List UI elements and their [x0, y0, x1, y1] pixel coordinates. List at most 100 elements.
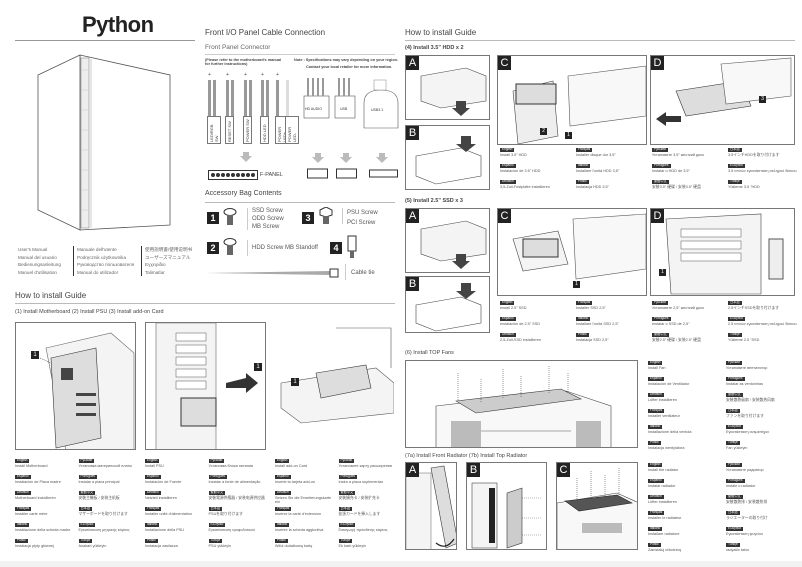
caption-text: Εγκατάσταση ανεμιστήρα	[726, 429, 769, 434]
language-tag: 日本語	[726, 408, 740, 413]
caption-text: Install add-on Card	[275, 463, 308, 468]
callout-1: 1	[565, 132, 572, 139]
language-tag: Italiano	[576, 163, 591, 168]
front-panel-remove-illustration	[406, 465, 456, 549]
caption-text: Setzen Sie die Erweiterungskarte ein	[275, 495, 332, 505]
plus-sign: +	[244, 72, 247, 78]
ssd-figure-c: C 1	[497, 208, 647, 296]
divider	[73, 246, 74, 276]
language-tag: Italiano	[275, 522, 290, 527]
caption-text: Instalar o HDD de 3,5"	[652, 168, 690, 173]
ssd-figure-d: D 1	[650, 208, 795, 296]
language-tag: English	[648, 462, 663, 467]
callout-1: 1	[291, 378, 299, 386]
language-tag: Türkçe	[726, 542, 740, 547]
caption-text: Włóż dodatkową kartę	[275, 543, 313, 548]
caption-text: Instalar a placa principal	[78, 479, 120, 484]
language-tag: Русский	[78, 458, 95, 463]
language-tag: Português	[338, 474, 358, 479]
caption-text: Inserire la scheda aggiuntiva	[275, 527, 324, 532]
ssd-secure-illustration	[665, 213, 784, 295]
accessory-label: PSU Screw	[347, 210, 378, 216]
language-tag: Español	[145, 474, 161, 479]
hd-audio-label: HD AUDIO	[305, 107, 322, 111]
caption-text: Установите вентилятор	[726, 365, 768, 370]
language-tag: Français	[275, 506, 292, 511]
connector-power-led-minus: POWER LED-	[285, 116, 299, 144]
language-tag: Español	[15, 474, 31, 479]
language-tag: 繁體中文	[652, 332, 669, 337]
language-tag: Polski	[576, 179, 589, 184]
accessory-1-labels: SSD Screw ODD Screw MB Screw	[252, 207, 284, 231]
language-label: 使用說明書/使用说明书	[145, 247, 193, 252]
caption-text: Insérez la carte d'extension	[275, 511, 322, 516]
accessory-number-4: 4	[330, 242, 342, 254]
accessory-label: PCI Screw	[347, 220, 376, 226]
front-io-heading: Front I/O Panel Cable Connection	[205, 28, 326, 37]
caption-text: Installazione della ventola	[648, 429, 692, 434]
screw-icon	[223, 238, 237, 255]
screw-icon	[223, 208, 237, 225]
pin-wires	[208, 80, 289, 116]
language-tag: Português	[726, 376, 745, 381]
hdd-figure-b: B	[405, 125, 490, 190]
accessory-number-2: 2	[207, 242, 219, 254]
language-tag: Русский	[338, 458, 355, 463]
caption-text: Instalacja zasilacza	[145, 543, 178, 548]
spec-note: Note : Specifications may vary depending…	[294, 58, 399, 62]
language-tag: Türkçe	[338, 538, 353, 543]
language-label: Εγχειρίδιο	[145, 262, 166, 267]
language-tag: 日本語	[728, 300, 742, 305]
front-radiator-illustration	[471, 482, 542, 549]
caption-text: Zainstaluj chłodnicę	[648, 547, 682, 552]
language-tag: English	[15, 458, 30, 463]
language-label: Bedienungsanleitung	[18, 262, 61, 267]
caption-text: Installare l'unità SSD 2,5"	[576, 321, 619, 326]
caption-text: ファンを取り付けます	[726, 413, 764, 418]
accessory-3-labels: PSU Screw PCI Screw	[347, 208, 378, 228]
divider	[15, 40, 195, 41]
caption-text: Installer carte mère	[15, 511, 48, 516]
language-tag: Português	[208, 474, 228, 479]
manual-languages-col1: User's Manual Manual del usuario Bedienu…	[18, 246, 61, 276]
fans-step-title: (6) Install TOP Fans	[405, 350, 454, 356]
language-tag: Español	[500, 163, 516, 168]
language-tag: English	[145, 458, 160, 463]
caption-text: Εισαγωγή πρόσθετης κάρτας	[338, 527, 388, 532]
caption-text: Установите радиатор	[726, 467, 764, 472]
connector-hdd-led: HDD LED	[260, 116, 269, 144]
radiator-figure-b: B	[466, 462, 547, 550]
language-tag: Türkçe	[78, 538, 93, 543]
ssd-figure-a: A	[405, 208, 490, 273]
usb-label: USB	[340, 107, 348, 111]
right-guide-heading: How to install Guide	[405, 28, 477, 37]
caption-item: 繁體中文安裝散熱排 / 安装散热排	[726, 494, 798, 510]
language-tag: Español	[500, 316, 516, 321]
step-letter-c: C	[557, 463, 570, 477]
caption-text: Installer SSD 2,5"	[576, 305, 606, 310]
cable-illustrations	[303, 78, 399, 129]
caption-text: Установите 2,5" жесткий диск	[652, 305, 704, 310]
caption-text: Install PSU	[145, 463, 164, 468]
left-guide-heading: How to install Guide	[15, 291, 87, 300]
accessory-label: ODD Screw	[252, 216, 284, 222]
language-tag: Deutsch	[500, 179, 516, 184]
accessory-heading: Accessory Bag Contents	[205, 190, 282, 197]
connector-reset-sw: RESET SW	[225, 116, 234, 144]
